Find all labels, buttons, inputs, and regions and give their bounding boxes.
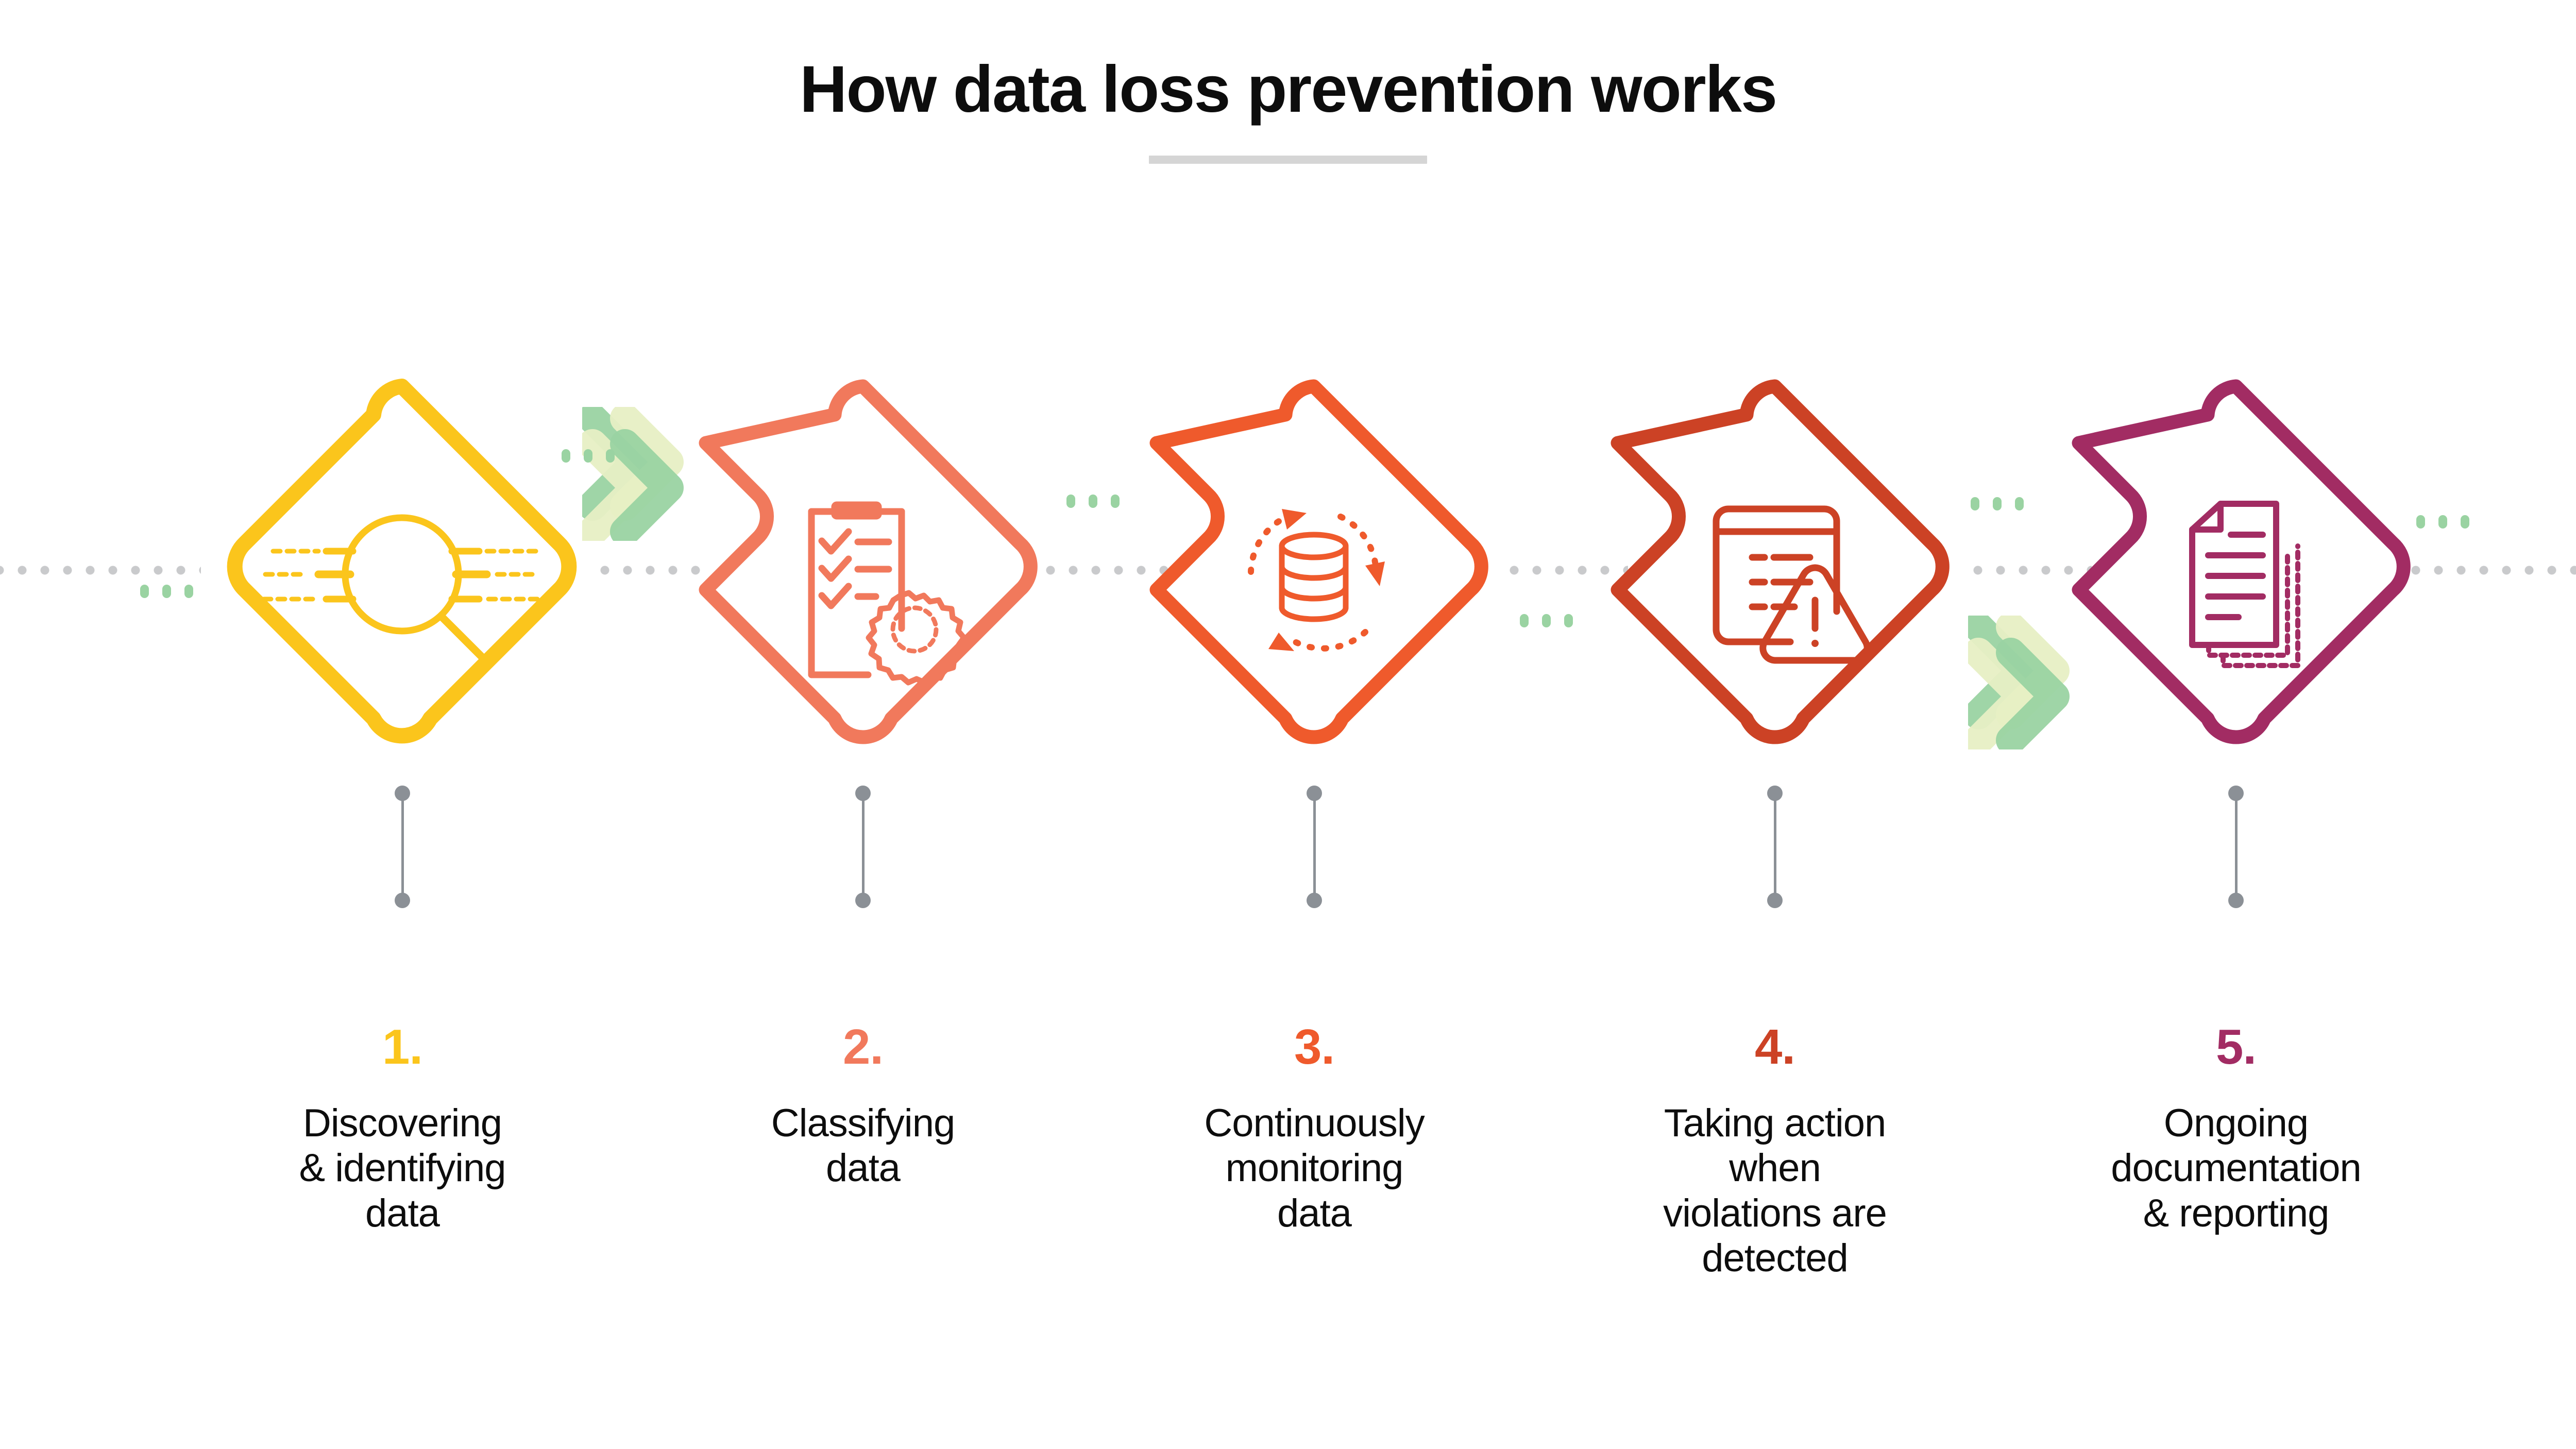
rail-segment-1-2	[600, 566, 714, 575]
green-dot	[1564, 614, 1573, 627]
step-diamond-1[interactable]	[196, 340, 608, 804]
green-dot	[140, 585, 149, 598]
step-caption-5: Ongoing documentation & reporting	[2111, 1101, 2362, 1235]
step-diamond-4[interactable]	[1569, 340, 1981, 804]
step-label-4: 4. Taking action when violations are det…	[1641, 1022, 1909, 1281]
step-label-5: 5. Ongoing documentation & reporting	[2102, 1022, 2370, 1236]
document-copies-icon	[2189, 501, 2300, 668]
green-dot-cluster-right	[2416, 515, 2469, 529]
green-dot	[1089, 495, 1097, 508]
step-diamond-5[interactable]	[2030, 340, 2442, 804]
green-dot-cluster-4	[1971, 497, 2024, 510]
rail-segment-2-3	[1046, 566, 1170, 575]
stem-line	[1774, 792, 1776, 902]
stem-dot-bottom	[1767, 893, 1783, 908]
green-dot	[1066, 495, 1075, 508]
stem-line	[862, 792, 865, 902]
green-dot-cluster-3	[1520, 614, 1573, 627]
step-number-2: 2.	[842, 1019, 884, 1075]
rail-segment-right	[2411, 566, 2576, 575]
rail-segment-left	[0, 566, 201, 575]
rail-segment-3-4	[1510, 566, 1628, 575]
green-dot	[2438, 515, 2447, 529]
database-refresh-icon	[1248, 509, 1385, 652]
step-number-3: 3.	[1294, 1019, 1335, 1075]
double-chevron-icon	[582, 407, 684, 541]
step-caption-4: Taking action when violations are detect…	[1663, 1101, 1887, 1281]
window-list-warning-icon	[1713, 505, 1871, 664]
step-number-1: 1.	[382, 1019, 423, 1075]
green-dot	[606, 449, 615, 463]
step-label-3: 3. Continuously monitoring data	[1180, 1022, 1448, 1236]
green-dot-cluster-left	[140, 585, 193, 598]
chevron-connector-1-2	[582, 407, 737, 541]
stem-line	[2235, 792, 2238, 902]
stem-dot-bottom	[855, 893, 871, 908]
step-number-4: 4.	[1754, 1019, 1795, 1075]
step-diamond-2[interactable]	[657, 340, 1069, 804]
green-dot	[2416, 515, 2425, 529]
double-chevron-icon	[1968, 616, 2070, 749]
green-dot-cluster-2	[1066, 495, 1120, 508]
green-dot	[2015, 497, 2024, 510]
magnifying-glass-scan-icon	[261, 514, 543, 663]
step-caption-2: Classifying data	[771, 1101, 955, 1190]
green-dot	[2461, 515, 2469, 529]
step-label-1: 1. Discovering & identifying data	[268, 1022, 536, 1236]
rail-segment-4-5	[1973, 566, 2092, 575]
green-dot	[1993, 497, 2002, 510]
step-number-5: 5.	[2215, 1019, 2257, 1075]
green-dot	[562, 449, 570, 463]
step-diamond-3[interactable]	[1108, 340, 1520, 804]
step-label-2: 2. Classifying data	[729, 1022, 997, 1191]
green-dot	[1542, 614, 1551, 627]
title-block: How data loss prevention works	[0, 57, 2576, 164]
green-dot	[584, 449, 592, 463]
chevron-connector-4-5	[1968, 616, 2123, 749]
green-dot	[1520, 614, 1529, 627]
green-dot	[1971, 497, 1979, 510]
green-dot	[184, 585, 193, 598]
stem-dot-bottom	[395, 893, 410, 908]
green-dot	[1111, 495, 1120, 508]
stem-line	[401, 792, 404, 902]
green-dot	[162, 585, 171, 598]
step-caption-1: Discovering & identifying data	[299, 1101, 506, 1235]
title-underline-rule	[1149, 156, 1427, 164]
stem-dot-bottom	[2228, 893, 2244, 908]
page-title: How data loss prevention works	[800, 53, 1777, 126]
clipboard-checklist-seal-icon	[808, 501, 967, 686]
green-dot-cluster-1	[562, 449, 615, 463]
step-caption-3: Continuously monitoring data	[1204, 1101, 1425, 1235]
stem-line	[1313, 792, 1316, 902]
stem-dot-bottom	[1307, 893, 1322, 908]
